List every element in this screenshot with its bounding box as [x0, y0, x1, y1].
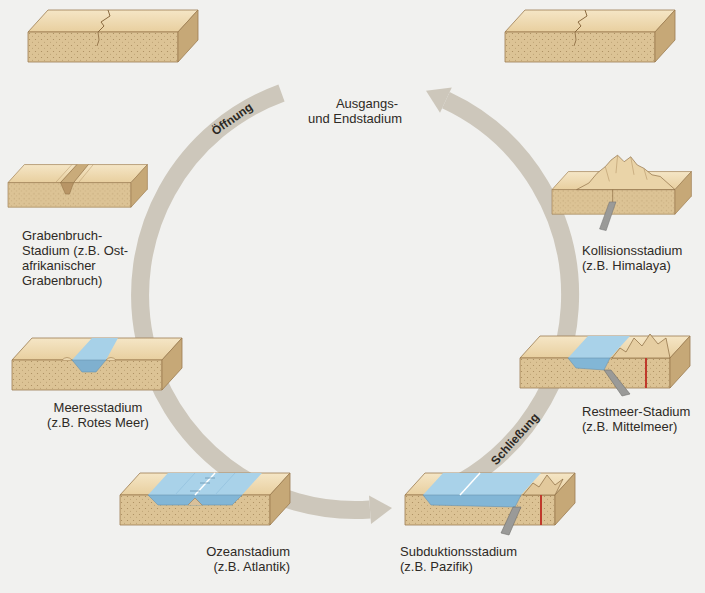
closing-arc	[421, 100, 570, 499]
stage-caption: Grabenbruch- Stadium (z.B. Ost- afrikani…	[22, 228, 132, 288]
rift-block	[8, 165, 147, 208]
stage-caption: Ozeanstadium (z.B. Atlantik)	[185, 544, 290, 574]
start-block	[28, 10, 198, 62]
sea-block	[12, 338, 182, 390]
phase-label: Schließung	[488, 410, 542, 467]
cycle-ring	[140, 87, 570, 524]
remnant-sea-block	[520, 334, 690, 396]
subduction-block	[405, 473, 575, 535]
collision-block	[552, 155, 691, 230]
opening-arc	[140, 93, 370, 510]
stage-caption: Kollisionsstadium (z.B. Himalaya)	[582, 243, 694, 273]
stage-caption: Subduktionsstadium (z.B. Pazifik)	[400, 544, 522, 574]
arrow-head	[369, 496, 392, 525]
arrow-head	[426, 87, 452, 112]
stage-caption: Restmeer-Stadium (z.B. Mittelmeer)	[582, 404, 694, 434]
phase-label: Öffnung	[209, 100, 255, 138]
ocean-block	[120, 473, 290, 525]
stage-caption: Ausgangs- und Endstadium	[302, 96, 408, 126]
end-block	[505, 10, 675, 62]
stage-caption: Meeresstadium (z.B. Rotes Meer)	[44, 400, 152, 430]
